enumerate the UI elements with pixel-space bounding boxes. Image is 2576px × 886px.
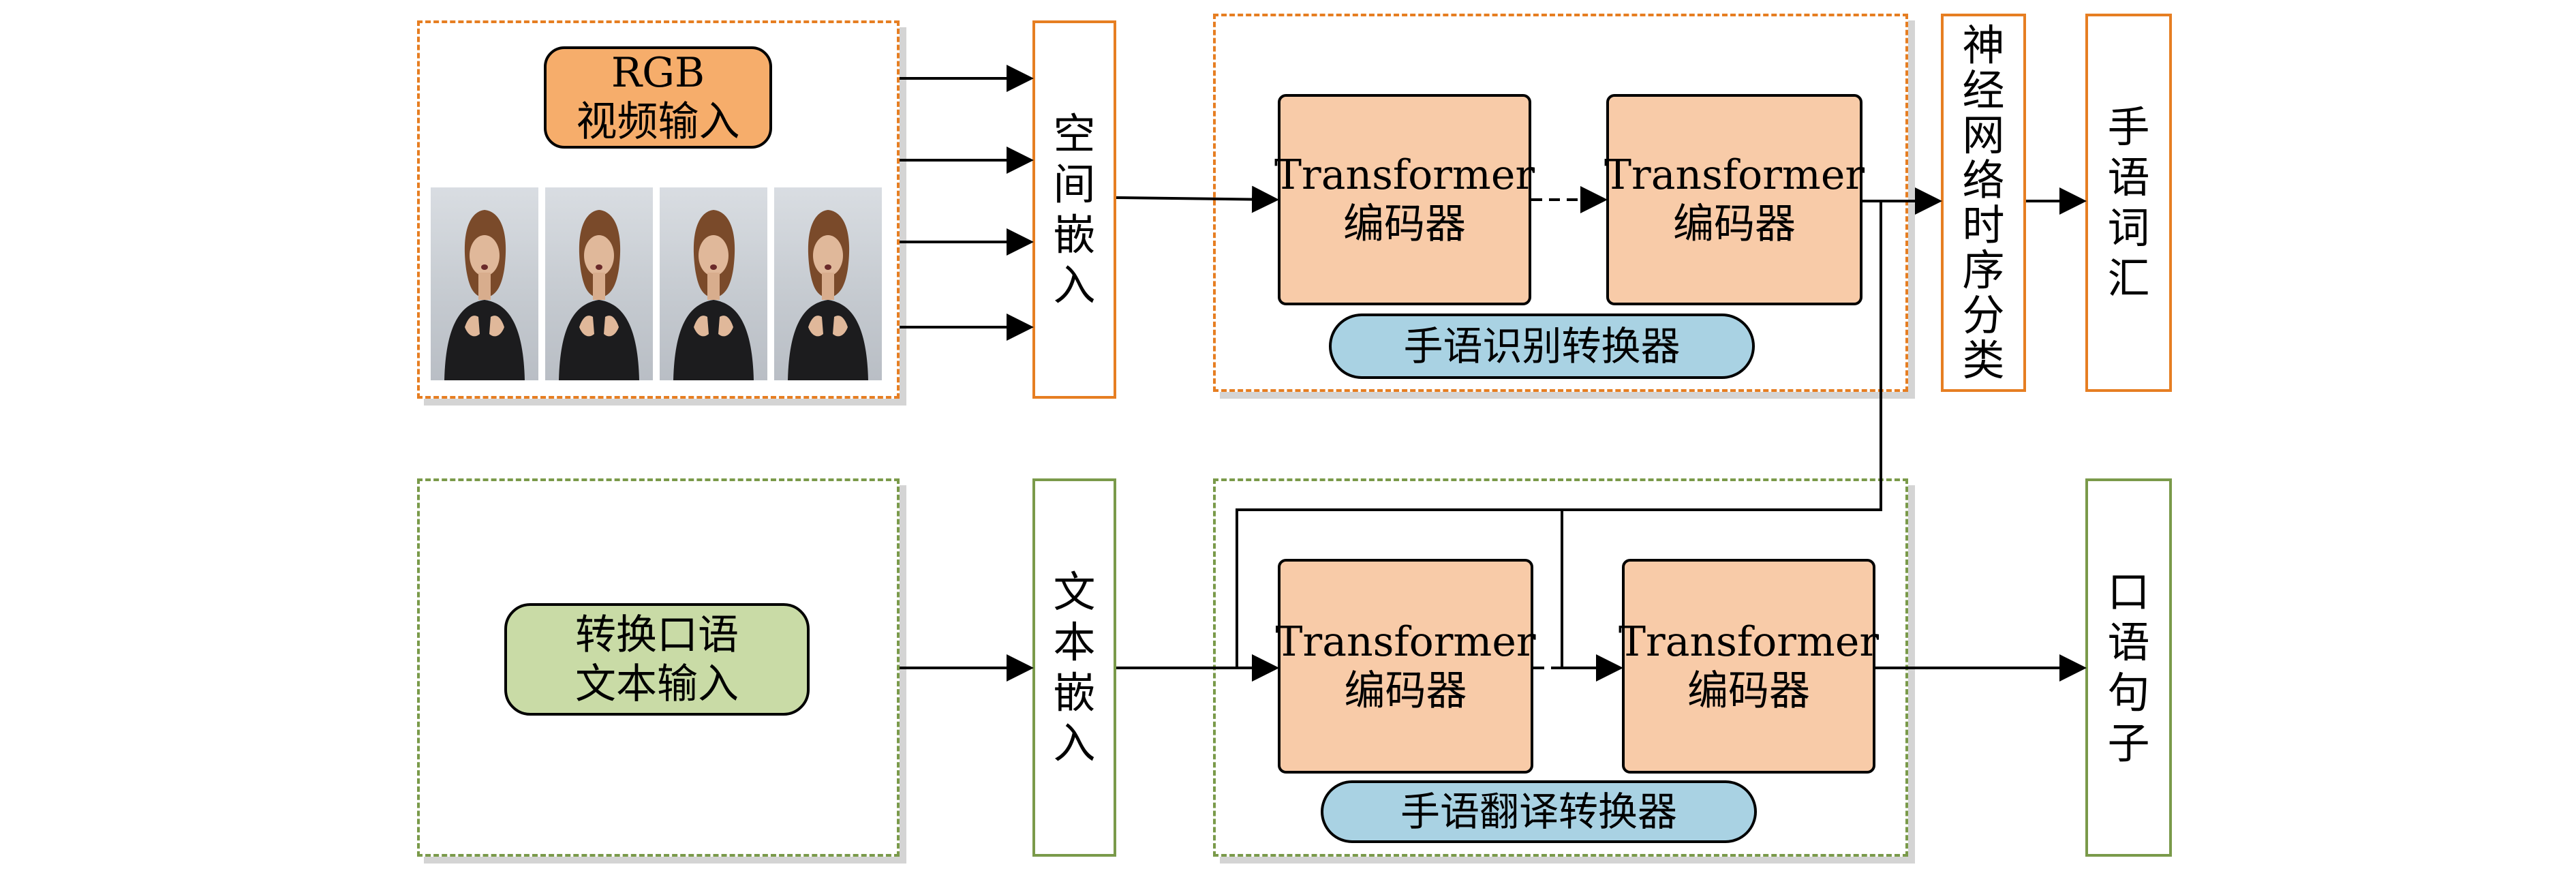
- sentence-char: 句: [2107, 667, 2150, 718]
- translation-encoder-2: Transformer 编码器: [1619, 559, 1879, 774]
- encoder-title: Transformer: [1275, 617, 1536, 666]
- ctc-char: 时: [1962, 200, 2005, 250]
- text-embedding-char: 文: [1053, 566, 1096, 617]
- text-embedding-char: 本: [1053, 617, 1096, 667]
- recognition-encoder-1: Transformer 编码器: [1274, 94, 1535, 305]
- ctc-char: 分: [1962, 290, 2005, 340]
- connector-recognition-to-translation: [1236, 201, 1882, 682]
- ctc-char: 神: [1962, 20, 2005, 70]
- encoder-subtitle: 编码器: [1344, 667, 1467, 715]
- recognition-transformer-label: 手语识别转换器: [1329, 314, 1755, 379]
- spoken-text-input-pill: 转换口语 文本输入: [504, 603, 810, 716]
- spatial-embedding-char: 间: [1053, 159, 1096, 209]
- spatial-embedding-char: 入: [1053, 260, 1096, 310]
- signer-frame-3: [660, 187, 767, 380]
- spatial-embedding-box: 空 间 嵌 入: [1032, 20, 1116, 399]
- ctc-classifier-label: 神 经 网 络 时 序 分 类: [1962, 20, 2005, 385]
- text-embedding-label: 文 本 嵌 入: [1053, 567, 1095, 769]
- spatial-embedding-char: 嵌: [1053, 209, 1096, 260]
- rgb-input-line1: RGB: [611, 49, 705, 97]
- recognition-label-text: 手语识别转换器: [1403, 323, 1681, 369]
- signer-frame-4: [774, 187, 882, 380]
- gloss-output-box: 手 语 词 汇: [2085, 14, 2172, 392]
- ctc-classifier-box: 神 经 网 络 时 序 分 类: [1941, 14, 2026, 392]
- recognition-encoder-2: Transformer 编码器: [1604, 94, 1865, 305]
- translation-label-text: 手语翻译转换器: [1400, 789, 1677, 835]
- sentence-output-box: 口 语 句 子: [2085, 478, 2172, 857]
- signer-frame-2: [545, 187, 653, 380]
- rgb-input-line2: 视频输入: [576, 98, 740, 146]
- arrow-embedding-to-encoder: [1116, 185, 1279, 213]
- sentence-char: 语: [2107, 617, 2150, 667]
- text-input-line2: 文本输入: [575, 660, 739, 708]
- gloss-char: 词: [2107, 202, 2150, 253]
- signer-figure: [788, 210, 868, 380]
- sentence-char: 子: [2107, 718, 2150, 768]
- signer-frame-1: [431, 187, 538, 380]
- signer-figure: [444, 210, 525, 380]
- text-embedding-char: 入: [1053, 718, 1096, 768]
- signer-figure: [559, 210, 639, 380]
- ctc-char: 经: [1962, 65, 2005, 115]
- signer-figure: [673, 210, 754, 380]
- encoder-title: Transformer: [1274, 151, 1535, 199]
- sentence-char: 口: [2107, 566, 2150, 617]
- video-input-group: [417, 20, 900, 399]
- spatial-embedding-label: 空 间 嵌 入: [1053, 109, 1095, 311]
- sentence-output-label: 口 语 句 子: [2107, 567, 2149, 769]
- ctc-char: 类: [1962, 335, 2005, 385]
- spatial-embedding-char: 空: [1053, 108, 1096, 159]
- encoder-subtitle: 编码器: [1673, 200, 1796, 248]
- text-input-line1: 转换口语: [575, 611, 739, 659]
- text-embedding-box: 文 本 嵌 入: [1032, 478, 1116, 857]
- gloss-char: 手: [2107, 102, 2150, 152]
- gloss-char: 语: [2107, 152, 2150, 202]
- encoder-title: Transformer: [1619, 617, 1880, 666]
- rgb-video-input-pill: RGB 视频输入: [544, 46, 772, 149]
- ctc-char: 序: [1962, 245, 2005, 295]
- gloss-char: 汇: [2107, 253, 2150, 303]
- ctc-char: 络: [1962, 155, 2005, 205]
- encoder-subtitle: 编码器: [1343, 200, 1466, 248]
- translation-encoder-1: Transformer 编码器: [1275, 559, 1536, 774]
- translation-transformer-label: 手语翻译转换器: [1321, 780, 1757, 843]
- text-embedding-char: 嵌: [1053, 667, 1096, 718]
- encoder-subtitle: 编码器: [1687, 667, 1810, 715]
- ctc-char: 网: [1962, 110, 2005, 160]
- encoder-title: Transformer: [1604, 151, 1865, 199]
- gloss-output-label: 手 语 词 汇: [2107, 102, 2149, 304]
- recognition-transformer-group: [1213, 14, 1908, 392]
- text-input-group: [417, 478, 900, 857]
